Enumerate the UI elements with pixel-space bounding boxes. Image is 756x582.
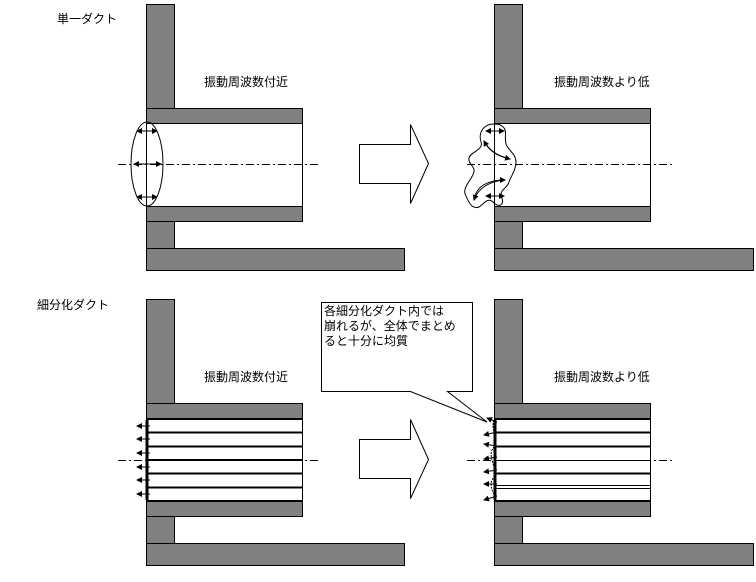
duct-wall-bottom	[494, 206, 651, 222]
floor-bar	[146, 543, 405, 566]
duct-wall-vertical	[146, 4, 175, 109]
right-arrow-icon	[359, 419, 430, 499]
duct-wall-vertical	[494, 4, 523, 109]
panel-label-below-frequency: 振動周波数より低	[554, 370, 650, 384]
panel-label-near-frequency: 振動周波数付近	[204, 370, 289, 384]
single-duct-near-panel	[118, 4, 405, 271]
right-arrow-icon	[359, 124, 430, 204]
duct-wall-top	[146, 403, 303, 419]
sub-duct-dividers	[146, 418, 302, 502]
duct-wall-lower-block	[494, 221, 523, 249]
sub-duct-distorted-arrows	[483, 417, 498, 503]
section-title-subdivided-duct: 細分化ダクト	[37, 298, 110, 312]
callout-balloon	[321, 302, 488, 423]
duct-wall-bottom	[146, 206, 303, 222]
sub-duct-dividers	[494, 418, 650, 502]
callout-line: ると十分に均質	[324, 334, 409, 348]
callout-line: 崩れるが、全体でまとめ	[324, 319, 456, 333]
callout-text: 各細分化ダクト内では 崩れるが、全体でまとめ ると十分に均質	[324, 304, 472, 349]
floor-bar	[494, 248, 754, 271]
panel-label-below-frequency: 振動周波数より低	[554, 75, 650, 89]
panel-label-near-frequency: 振動周波数付近	[204, 75, 289, 89]
floor-bar	[494, 543, 754, 566]
sub-duct-velocity-arrows	[136, 420, 150, 500]
single-duct-low-panel	[464, 4, 754, 271]
subdivided-duct-near-panel	[118, 299, 405, 566]
duct-wall-lower-block	[494, 516, 523, 544]
duct-wall-lower-block	[146, 221, 175, 249]
callout-line: 各細分化ダクト内では	[324, 304, 445, 318]
subdivided-duct-low-panel	[467, 299, 754, 566]
duct-wall-top	[146, 108, 303, 124]
section-title-single-duct: 単一ダクト	[57, 12, 118, 26]
floor-bar	[146, 248, 405, 271]
uniform-velocity-arrows	[133, 128, 162, 200]
duct-wall-lower-block	[146, 516, 175, 544]
distorted-velocity-arrows	[472, 128, 511, 201]
duct-wall-bottom	[494, 501, 651, 517]
duct-wall-vertical	[146, 299, 175, 404]
duct-wall-top	[494, 403, 651, 419]
duct-wall-top	[494, 108, 651, 124]
duct-wall-bottom	[146, 501, 303, 517]
duct-wall-vertical	[494, 299, 523, 404]
